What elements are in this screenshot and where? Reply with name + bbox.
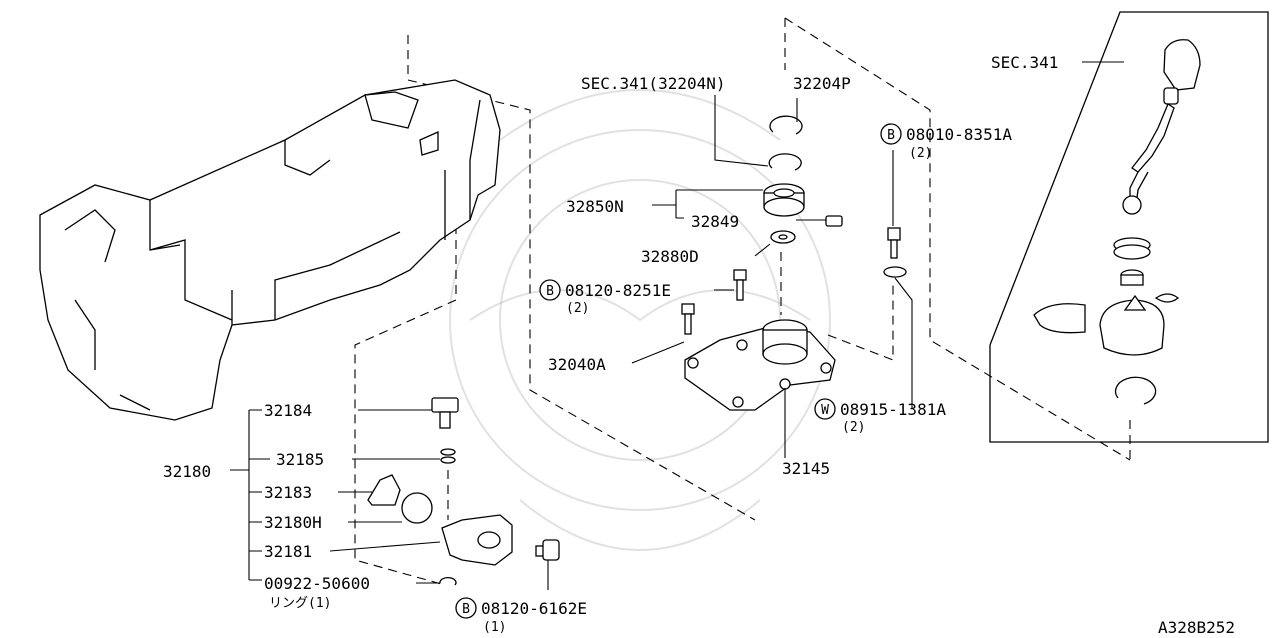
drawing-id: A328B252 [1158,618,1235,637]
label-00922-50600: 00922-50600 [264,574,370,593]
bolt-08010-icon [887,227,901,259]
bolt-marker-6162e-text: B [462,602,470,617]
bolt-08120-8251e-icon [733,269,747,301]
label-32183: 32183 [264,483,312,502]
bolt-marker-6162e [455,597,477,619]
bolt-marker-08010 [880,123,902,145]
label-32040a: 32040A [548,355,606,374]
label-32880d: 32880D [641,247,699,266]
washer-marker-1381a [814,398,836,420]
label-32180h: 32180H [264,513,322,532]
gear-shift-housing-icon [1033,293,1180,356]
upper-center-parts [681,115,907,335]
circlip-32204n-icon [768,153,802,171]
plug-32184-icon [431,397,459,429]
lever-32183-icon [367,474,401,506]
label-32181: 32181 [264,542,312,561]
pin-32849-icon [825,215,843,227]
assembly-guide-lines [354,17,1131,586]
label-qty-8251e: (2) [566,301,589,316]
housing-32181-icon [441,514,513,566]
lower-left-parts [367,397,560,586]
bushing-icon [1113,237,1151,286]
label-32185: 32185 [276,450,324,469]
label-32849: 32849 [691,212,739,231]
bolt-marker-8251e-text: B [546,284,554,299]
bushing-32850n-icon [763,183,805,217]
part-labels: SEC.341(32204N) 32204P 32850N 32849 3288… [163,53,1235,637]
sec341-outline-box [989,11,1269,443]
label-sec341-32204n: SEC.341(32204N) [581,74,726,93]
washer-08915-icon [883,266,907,278]
ring-00922-icon [439,576,457,586]
spring-32185-icon [440,448,456,464]
label-qty-6162e: (1) [483,620,506,635]
label-sec341: SEC.341 [991,53,1058,72]
circlip-icon [1114,376,1157,405]
label-ring-note: リング(1) [269,596,331,611]
bolt-marker-08010-text: B [887,128,895,143]
label-08120-8251e: 08120-8251E [565,281,671,300]
bolt-32040a-icon [681,303,695,335]
transmission-case-icon [39,79,501,421]
label-32145: 32145 [782,459,830,478]
washer-marker-1381a-text: W [821,403,829,418]
shift-knob-icon [1122,39,1201,215]
callout-markers: B B W B [455,123,902,619]
watermark-emblem [449,89,831,551]
bolt-marker-8251e [539,279,561,301]
label-08120-6162e: 08120-6162E [481,599,587,618]
shift-lever-group [989,11,1269,443]
label-32850n: 32850N [566,197,624,216]
seal-32180h-icon [401,492,433,524]
bolt-08120-6162e-icon [535,539,560,561]
label-08915-1381a: 08915-1381A [840,400,946,419]
label-32184: 32184 [264,401,312,420]
washer-32880d-icon [770,230,796,244]
leader-lines [230,61,1124,590]
label-qty-1381a: (2) [842,420,865,435]
label-32204p: 32204P [793,74,851,93]
label-qty-8351a: (2) [909,146,932,161]
shift-cover-plate-icon [684,319,836,411]
label-08010-8351a: 08010-8351A [906,125,1012,144]
label-32180: 32180 [163,462,211,481]
circlip-32204p-icon [769,115,803,135]
